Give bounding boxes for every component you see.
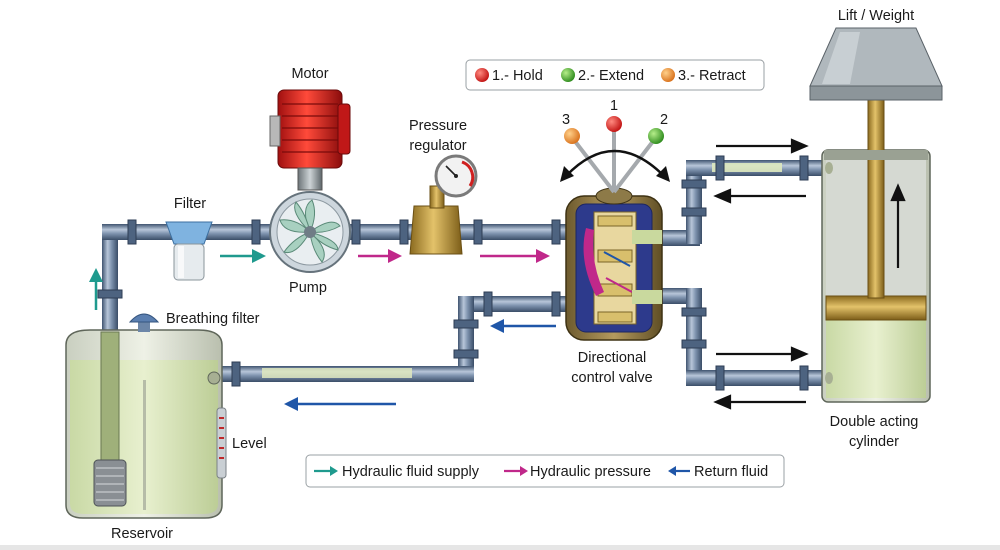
legend-supply: Hydraulic fluid supply (342, 464, 480, 480)
pressure-regulator (409, 154, 478, 255)
label-reservoir: Reservoir (111, 526, 173, 542)
lever-knob-hold[interactable] (606, 116, 622, 132)
legend-pressure: Hydraulic pressure (530, 464, 651, 480)
motor (269, 89, 351, 191)
supply-arrows (89, 249, 266, 310)
lever-knob-retract[interactable] (564, 128, 580, 144)
component-labels: Motor Filter Pump Pressure regulator Bre… (111, 8, 918, 542)
filter (165, 221, 213, 281)
pressure-pipe-2 (460, 224, 572, 240)
legend-hold: 1.- Hold (492, 68, 543, 84)
return-pipe-vertical (458, 296, 474, 380)
label-pressure-regulator-2: regulator (409, 138, 466, 154)
extend-dot-icon (561, 68, 575, 82)
cylinder-arrows (713, 138, 906, 410)
lever-number-1: 1 (610, 98, 618, 114)
label-breathing-filter: Breathing filter (166, 311, 260, 327)
lever-number-2: 2 (660, 112, 668, 128)
label-dcv-2: control valve (571, 370, 652, 386)
lever-number-3: 3 (562, 112, 570, 128)
bottom-strip (0, 545, 1000, 550)
label-pump: Pump (289, 280, 327, 296)
supply-pipe-vertical (102, 232, 118, 332)
label-cylinder-1: Double acting (830, 414, 919, 430)
cylinder-top-pipe-b (686, 166, 702, 244)
lever-extend[interactable] (612, 138, 656, 194)
legend-extend: 2.- Extend (578, 68, 644, 84)
flow-arrows (89, 138, 906, 411)
label-filter: Filter (174, 196, 206, 212)
label-pressure-regulator-1: Pressure (409, 118, 467, 134)
legend-return: Return fluid (694, 464, 768, 480)
lever-retract[interactable] (572, 138, 616, 194)
return-arrows (284, 319, 556, 411)
label-motor: Motor (291, 66, 328, 82)
label-dcv-1: Directional (578, 350, 647, 366)
label-level: Level (232, 436, 267, 452)
label-cylinder-2: cylinder (849, 434, 899, 450)
lever-knob-extend[interactable] (648, 128, 664, 144)
legend-retract: 3.- Retract (678, 68, 746, 84)
lift-weight (809, 27, 943, 101)
pressure-arrows (358, 249, 550, 263)
retract-dot-icon (661, 68, 675, 82)
return-arrow-icon (668, 466, 676, 476)
cylinder-bottom-pipe-b (686, 288, 702, 384)
reservoir (65, 313, 227, 519)
positions-legend: 1.- Hold 2.- Extend 3.- Retract (465, 59, 765, 91)
pressure-pipe-1 (345, 224, 415, 240)
pump (269, 191, 351, 273)
flow-legend: Hydraulic fluid supply Hydraulic pressur… (305, 454, 785, 488)
hold-dot-icon (475, 68, 489, 82)
pipes (97, 155, 822, 391)
directional-control-valve (560, 116, 670, 341)
double-acting-cylinder (821, 95, 931, 403)
label-lift-weight: Lift / Weight (838, 8, 914, 24)
